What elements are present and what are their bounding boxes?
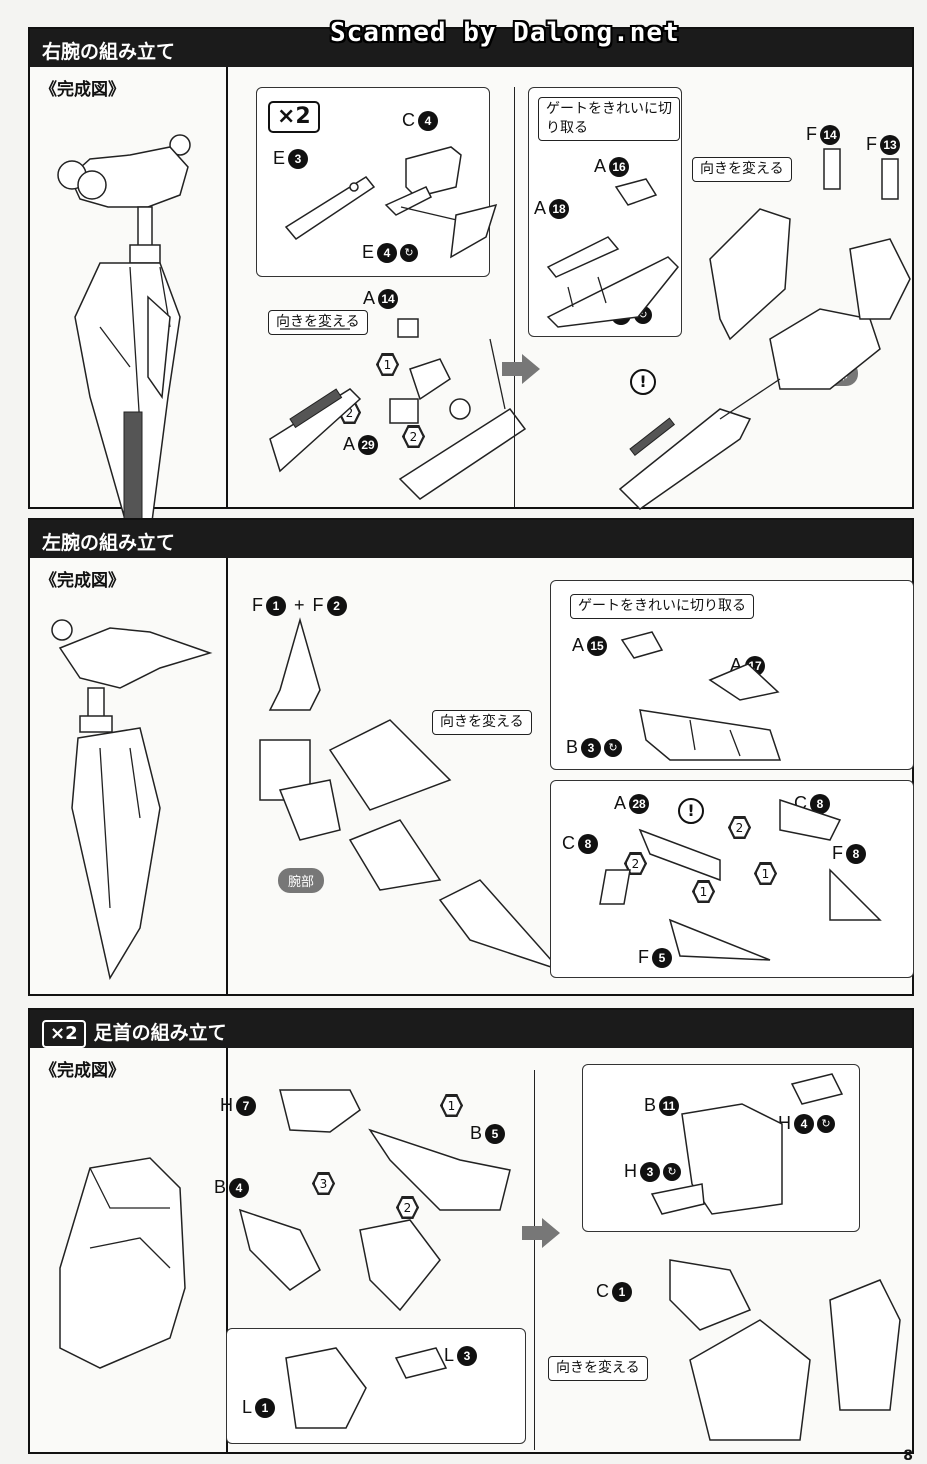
- parts-c4-e3-e4-illustration: [284, 146, 498, 259]
- h-parts-illustration: [650, 1073, 844, 1215]
- section-title: 右腕の組み立て: [42, 41, 176, 63]
- left-arm-assembly-illustration: [259, 617, 563, 972]
- completed-view-panel: 《完成図》: [30, 67, 228, 538]
- warning-icon-2: !: [678, 798, 704, 824]
- arm-assembly-step1-illustration: [269, 318, 527, 500]
- quantity-x2-badge: ×2: [268, 101, 320, 133]
- warning-icon: !: [630, 369, 656, 395]
- parts-a28-c8-f8-f5-illustration: [599, 798, 882, 961]
- gate-cut-callout-2: ゲートをきれいに切り取る: [570, 594, 754, 619]
- completed-left-arm-illustration: [51, 619, 213, 980]
- completed-view-panel: 《完成図》: [30, 1048, 228, 1452]
- arm-label-2: 腕部: [278, 868, 325, 893]
- completed-view-panel: 《完成図》: [30, 558, 228, 994]
- l-parts-illustration: [285, 1347, 448, 1429]
- next-step-arrow: [502, 354, 540, 384]
- parts-a15-a17-b3-illustration: [620, 631, 782, 761]
- step-1: 1: [440, 1094, 463, 1117]
- divider: [534, 1070, 535, 1450]
- step-2b: 2: [402, 425, 425, 448]
- arm-assembly-step2-illustration: [618, 148, 911, 510]
- gate-cut-icon: ↻: [400, 244, 419, 263]
- watermark: Scanned by Dalong.net: [330, 18, 680, 48]
- completed-right-arm-illustration: [57, 134, 191, 538]
- completed-ankle-illustration: [59, 1157, 186, 1369]
- step-1a: 1: [692, 880, 715, 903]
- turn-callout-2: 向きを変える: [692, 157, 792, 182]
- quantity-x2-badge: ×2: [42, 1020, 86, 1048]
- step-3: 3: [312, 1172, 335, 1195]
- page-number: 8: [903, 1448, 913, 1464]
- turn-callout-4: 向きを変える: [548, 1356, 648, 1381]
- section-title: 左腕の組み立て: [42, 532, 176, 554]
- step-2: 2: [396, 1196, 419, 1219]
- step-1: 1: [376, 353, 399, 376]
- gate-cut-icon: ↻: [663, 1163, 681, 1182]
- parts-a16-a18-b2-illustration: [546, 178, 680, 328]
- ankle-assembly-step2-illustration: [669, 1259, 901, 1441]
- completed-view-label: 《完成図》: [40, 571, 125, 591]
- next-step-arrow: [522, 1218, 560, 1248]
- section-header: 右腕の組み立て: [30, 29, 912, 67]
- gate-cut-callout: ゲートをきれいに切り取る: [538, 97, 680, 141]
- turn-callout-3: 向きを変える: [432, 710, 532, 735]
- completed-view-label: 《完成図》: [40, 80, 125, 100]
- divider: [514, 87, 515, 507]
- l-parts-frame: [226, 1328, 526, 1444]
- ankle-assembly-step1-illustration: [238, 1089, 511, 1312]
- gate-cut-icon: ↻: [604, 739, 623, 758]
- step-2b: 2: [728, 816, 751, 839]
- section-header: 左腕の組み立て: [30, 520, 912, 558]
- completed-view-label: 《完成図》: [40, 1061, 125, 1081]
- step-1b: 1: [754, 862, 777, 885]
- turn-callout: 向きを変える: [268, 310, 368, 335]
- gate-cut-icon: ↻: [817, 1115, 835, 1134]
